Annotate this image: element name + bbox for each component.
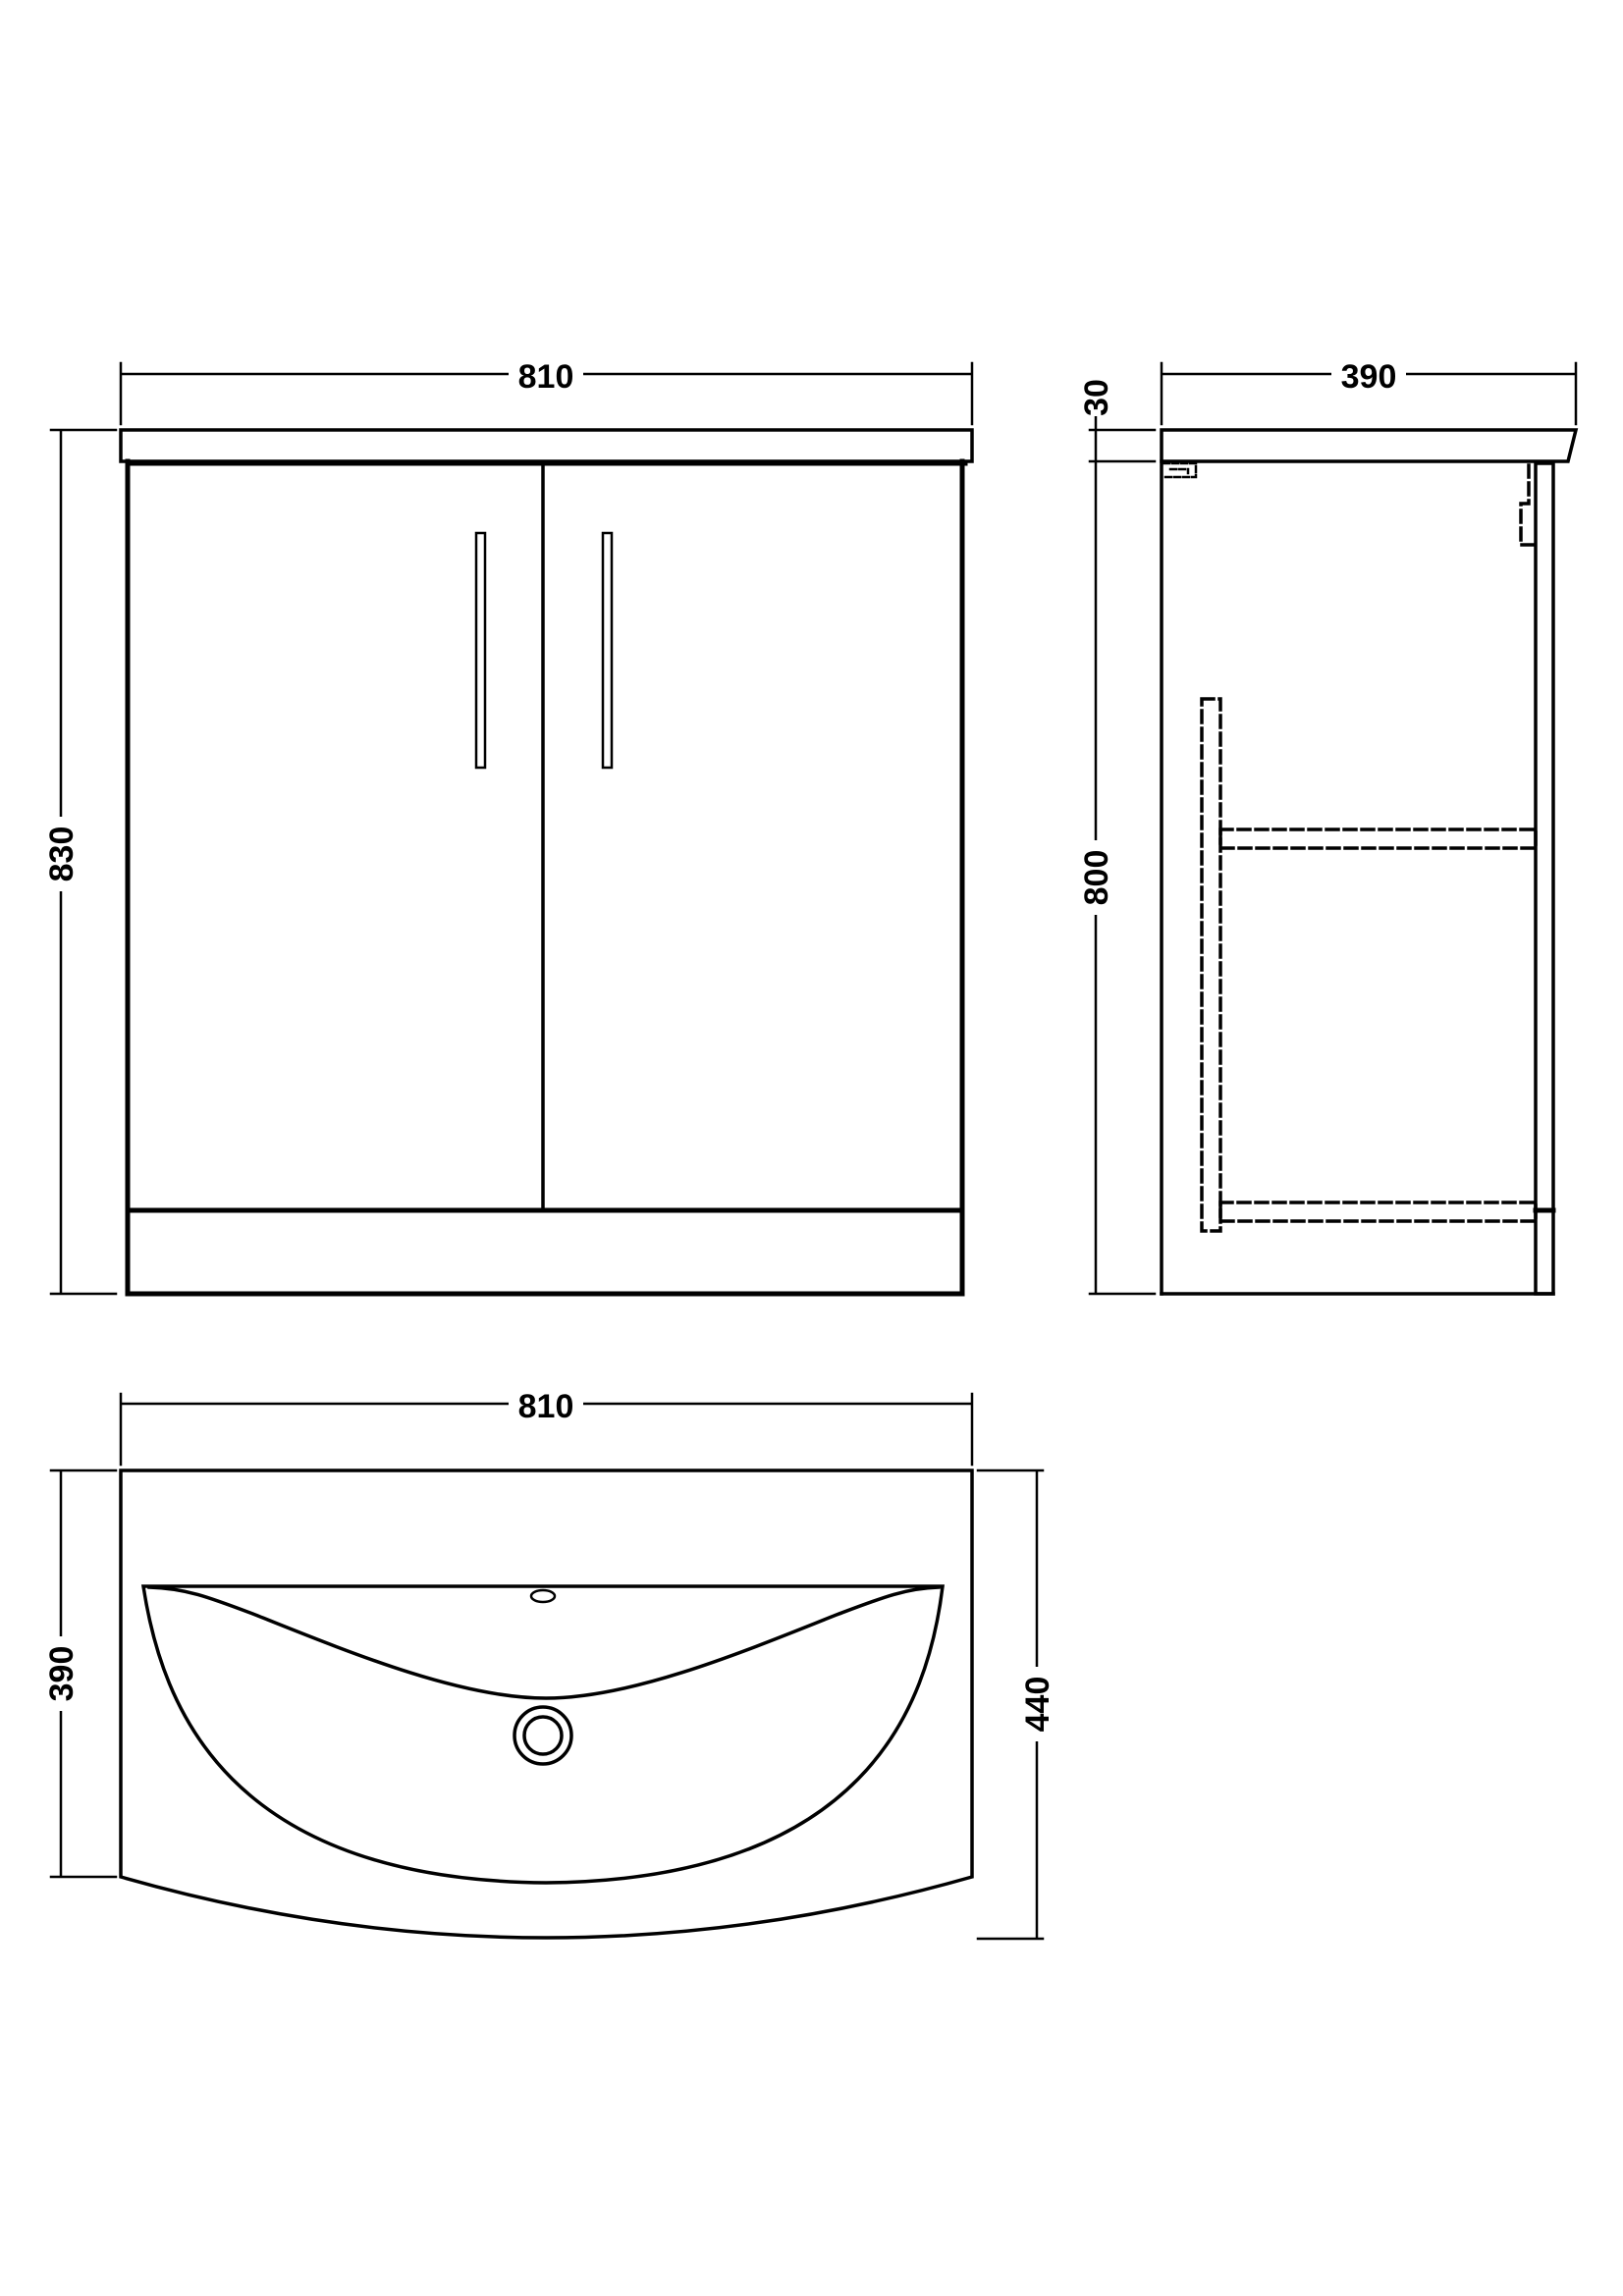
hidden-bottom-shelf [1218,1201,1538,1223]
front-width-dimension: 810 [119,355,974,426]
left-door-handle [474,531,487,770]
waste-outlet-inner-icon [522,1715,564,1756]
side-door-edge [1534,461,1555,1296]
basin-outline [119,1468,974,1940]
front-view: 810 830 [41,355,974,1297]
basin-width-dimension: 810 [119,1385,974,1467]
basin-bowl [140,1584,945,1885]
basin-centre-depth-dimension: 440 [976,1468,1056,1941]
side-depth-dimension: 390 [1160,355,1578,426]
side-depth-label: 390 [1341,358,1397,396]
carcass-height-label: 800 [1078,850,1115,906]
basin-side-depth-label: 390 [43,1646,81,1702]
front-width-label: 810 [518,358,574,396]
side-worktop [1160,428,1579,463]
basin-centre-depth-label: 440 [1019,1677,1056,1733]
worktop-thickness-label: 30 [1078,379,1115,416]
right-door-handle [601,531,614,770]
front-height-dimension: 830 [41,428,118,1296]
hidden-hinge [1519,463,1536,547]
hidden-fixing-bracket [1162,461,1198,479]
hidden-back-panel [1200,697,1222,1233]
front-height-label: 830 [43,827,81,882]
waste-outlet-outer-icon [513,1705,573,1766]
plan-view: 810 390 440 [41,1385,1056,1941]
basin-rim-curve [147,1585,941,1700]
side-view: 390 30 800 [1077,355,1579,1296]
front-worktop [119,428,974,463]
tap-hole-icon [529,1588,557,1604]
basin-side-depth-dimension: 390 [41,1468,118,1879]
hidden-middle-shelf [1218,828,1538,850]
basin-width-label: 810 [518,1388,574,1425]
side-height-dimension: 30 800 [1077,365,1157,1296]
